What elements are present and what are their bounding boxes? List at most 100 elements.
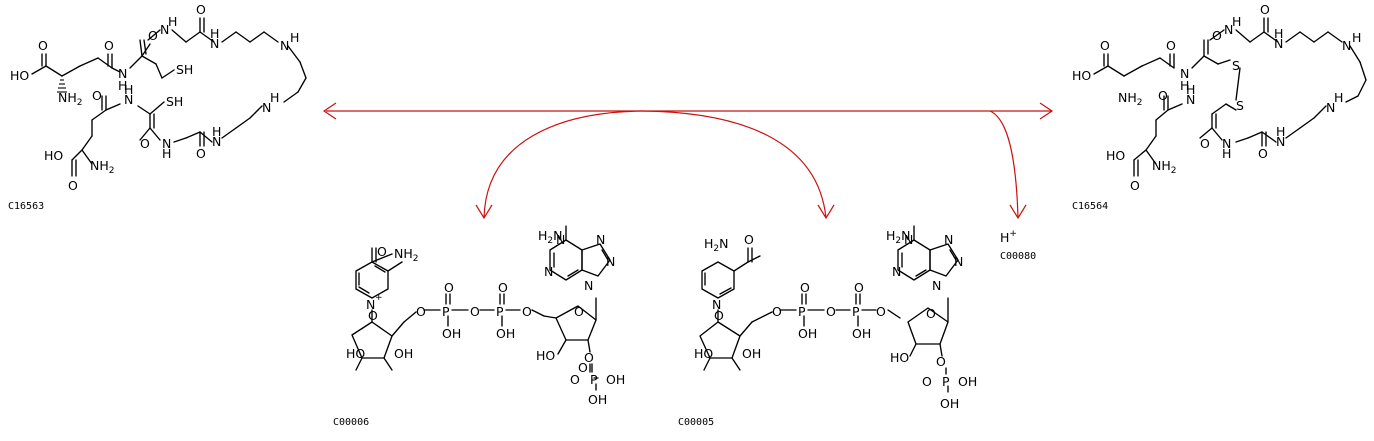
svg-text:O: O — [104, 38, 114, 53]
svg-text:H: H — [118, 78, 127, 93]
molecule-c00006: O NH2 N + O HO OH O P O OH O P O OH O O … — [333, 225, 625, 428]
svg-text:OH: OH — [940, 396, 959, 411]
svg-text:O: O — [714, 308, 724, 323]
svg-text:H: H — [1334, 90, 1343, 105]
svg-text:N: N — [1222, 136, 1231, 151]
svg-text:H: H — [1352, 30, 1361, 45]
svg-text:H: H — [1180, 78, 1189, 93]
molecule-c16563: HO O NH2 O N H O N H SH O N H N H N H N … — [8, 2, 307, 212]
svg-text:H: H — [168, 14, 177, 29]
svg-text:H: H — [1274, 26, 1283, 41]
svg-text:OH: OH — [606, 372, 625, 387]
svg-text:SH: SH — [166, 94, 183, 109]
svg-text:O: O — [772, 304, 782, 319]
svg-text:S: S — [1232, 58, 1240, 73]
svg-text:H: H — [1222, 146, 1231, 161]
molecule-c00080: H+ C00080 — [1000, 229, 1036, 262]
svg-text:S: S — [1236, 98, 1244, 113]
svg-text:O: O — [38, 38, 48, 53]
svg-text:N: N — [1342, 38, 1351, 53]
svg-text:OH: OH — [958, 374, 977, 389]
svg-text:N: N — [1224, 22, 1233, 37]
svg-text:N: N — [210, 36, 219, 51]
svg-text:N: N — [1180, 66, 1189, 81]
svg-text:H: H — [290, 30, 299, 45]
svg-text:O: O — [1258, 146, 1268, 161]
svg-text:HO: HO — [1072, 68, 1091, 83]
svg-text:N: N — [932, 278, 941, 293]
svg-text:HO: HO — [536, 348, 555, 363]
svg-text:N: N — [904, 232, 913, 247]
svg-text:N: N — [262, 100, 271, 115]
svg-text:O: O — [800, 280, 810, 295]
svg-text:O: O — [926, 306, 936, 321]
svg-text:P: P — [942, 374, 950, 389]
svg-text:H: H — [212, 124, 221, 139]
reaction-arrows — [322, 102, 1054, 220]
svg-text:O: O — [1158, 88, 1168, 103]
svg-text:HO: HO — [694, 346, 713, 361]
svg-text:OH: OH — [442, 326, 461, 341]
svg-text:OH: OH — [798, 326, 817, 341]
svg-text:N: N — [160, 22, 169, 37]
svg-text:P: P — [442, 304, 450, 319]
svg-text:O: O — [574, 304, 584, 319]
svg-text:N: N — [712, 297, 721, 312]
svg-text:O: O — [1130, 178, 1140, 193]
svg-text:N: N — [596, 232, 605, 247]
svg-text:O: O — [196, 146, 206, 161]
svg-text:O: O — [1166, 38, 1176, 53]
svg-text:H: H — [124, 82, 133, 97]
svg-text:O: O — [1200, 136, 1210, 151]
svg-text:N: N — [280, 38, 289, 53]
svg-text:O: O — [570, 372, 580, 387]
svg-text:H: H — [210, 26, 219, 41]
svg-text:P: P — [496, 304, 504, 319]
curved-arrow-to-nadp — [483, 110, 643, 219]
svg-text:N: N — [954, 254, 963, 269]
proton-label: H+ — [1000, 229, 1017, 245]
svg-text:O: O — [196, 2, 206, 17]
svg-text:N: N — [118, 66, 127, 81]
svg-text:O: O — [470, 304, 480, 319]
svg-text:O: O — [1260, 2, 1270, 17]
svg-text:O: O — [854, 280, 864, 295]
right-arrowhead — [1039, 102, 1054, 120]
svg-text:OH: OH — [588, 392, 607, 407]
svg-text:O: O — [140, 136, 150, 151]
svg-text:NH2: NH2 — [58, 90, 82, 108]
svg-text:H2N: H2N — [704, 236, 729, 254]
svg-text:O: O — [1212, 28, 1222, 43]
svg-text:NH2: NH2 — [394, 246, 418, 264]
svg-text:O: O — [92, 88, 102, 103]
svg-text:O: O — [148, 28, 158, 43]
svg-text:SH: SH — [176, 62, 193, 77]
compound-id-c00006: C00006 — [333, 417, 369, 428]
svg-text:OH: OH — [394, 346, 413, 361]
svg-text:O: O — [578, 360, 588, 375]
svg-text:H2N: H2N — [886, 228, 911, 246]
svg-text:H: H — [1276, 124, 1285, 139]
hashed-bond — [57, 79, 67, 93]
svg-text:P: P — [798, 304, 806, 319]
svg-text:O: O — [68, 178, 78, 193]
arrowhead-proton — [1009, 204, 1027, 220]
svg-text:NH2: NH2 — [1118, 90, 1142, 108]
svg-text:HO: HO — [10, 68, 29, 83]
molecule-c16564: HO O NH2 O N H O N H S S O N H N H N H N… — [1072, 2, 1367, 212]
svg-text:N: N — [944, 232, 953, 247]
svg-text:+: + — [375, 293, 383, 303]
svg-text:HO: HO — [1106, 148, 1125, 163]
arrowhead-nadp — [475, 204, 493, 220]
svg-text:H2N: H2N — [538, 228, 563, 246]
svg-text:O: O — [522, 304, 532, 319]
svg-text:O: O — [377, 244, 387, 259]
curved-arrow-proton — [989, 110, 1019, 219]
svg-text:N: N — [366, 297, 375, 312]
compound-id-c16563: C16563 — [8, 201, 44, 212]
svg-text:O: O — [876, 304, 886, 319]
svg-text:N: N — [544, 264, 553, 279]
svg-text:O: O — [936, 354, 946, 369]
